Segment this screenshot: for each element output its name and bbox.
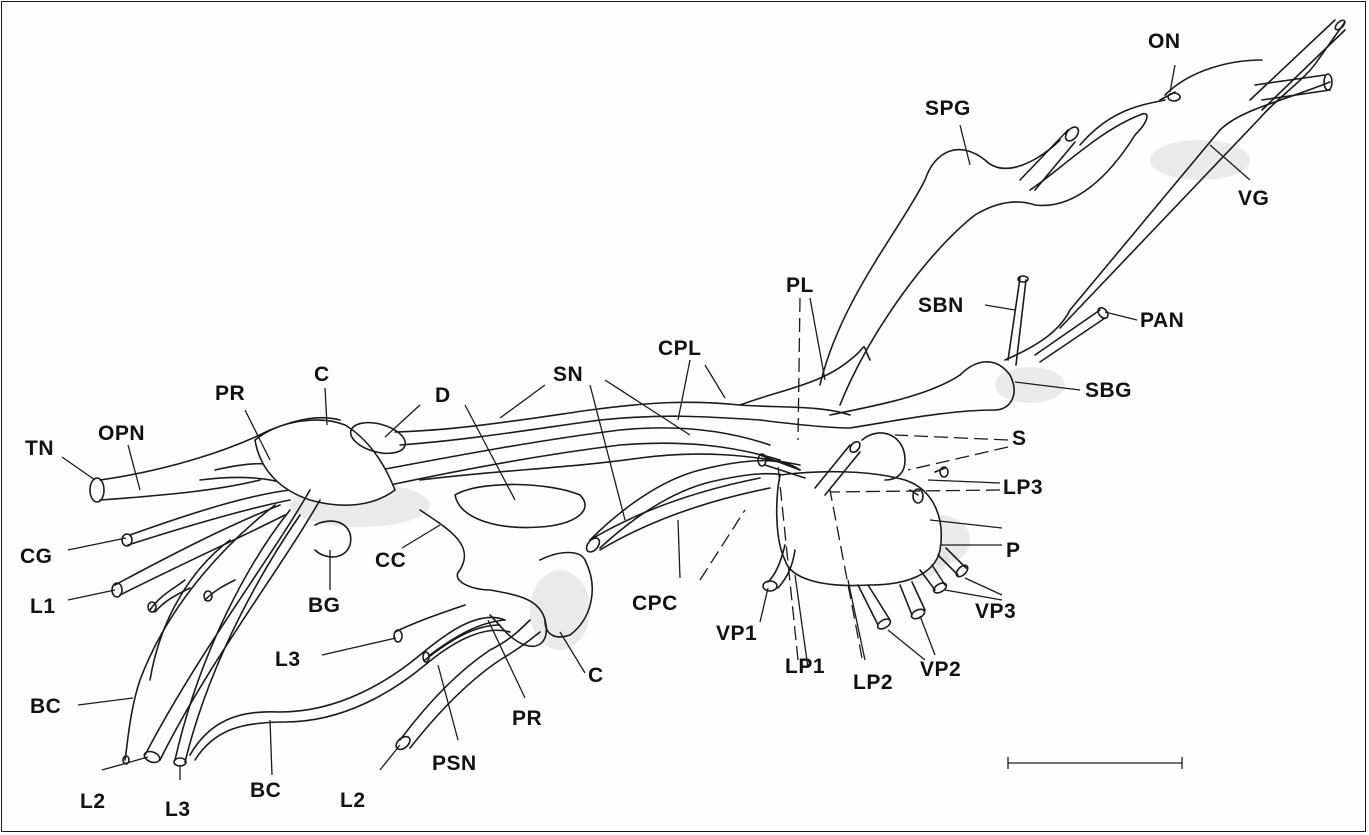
label-cpc: CPC	[632, 592, 678, 615]
label-l2-left: L2	[80, 790, 106, 813]
visceral-ganglion-group	[740, 19, 1346, 405]
subintestinal-ganglion-group	[830, 276, 1110, 428]
label-sbg: SBG	[1085, 379, 1132, 402]
label-vg: VG	[1238, 187, 1269, 210]
label-tn: TN	[25, 437, 54, 460]
label-lp3: LP3	[1003, 476, 1043, 499]
label-bc-left: BC	[30, 695, 61, 718]
label-l3-bottom: L3	[165, 798, 191, 821]
label-l3-mid: L3	[275, 648, 301, 671]
label-bg: BG	[308, 594, 341, 617]
label-cc: CC	[375, 549, 406, 572]
label-spg: SPG	[925, 97, 971, 120]
scale-bar	[1008, 757, 1182, 769]
label-pl: PL	[786, 274, 814, 297]
label-l1: L1	[30, 595, 56, 618]
label-lp1: LP1	[785, 655, 825, 678]
label-cpl: CPL	[658, 337, 702, 360]
label-c-bottom: C	[588, 664, 604, 687]
label-l2-center: L2	[340, 789, 366, 812]
label-sn: SN	[553, 363, 583, 386]
label-vp2: VP2	[920, 658, 961, 681]
label-c-top: C	[314, 363, 330, 386]
label-bc-bottom: BC	[250, 779, 281, 802]
labels: ON SPG VG PL SBN PAN CPL SBG C D SN PR O…	[20, 30, 1269, 821]
label-sbn: SBN	[918, 294, 964, 317]
label-psn: PSN	[432, 752, 477, 775]
label-s: S	[1012, 427, 1027, 450]
label-on: ON	[1148, 30, 1181, 53]
label-d: D	[435, 384, 451, 407]
label-pan: PAN	[1140, 309, 1184, 332]
leader-lines	[62, 65, 1250, 780]
label-p: P	[1006, 539, 1021, 562]
label-lp2: LP2	[853, 671, 893, 694]
label-pr-top: PR	[215, 382, 245, 405]
label-vp1: VP1	[716, 622, 757, 645]
label-cg: CG	[20, 545, 53, 568]
label-opn: OPN	[98, 422, 145, 445]
label-pr-bottom: PR	[512, 707, 542, 730]
label-vp3: VP3	[975, 600, 1016, 623]
